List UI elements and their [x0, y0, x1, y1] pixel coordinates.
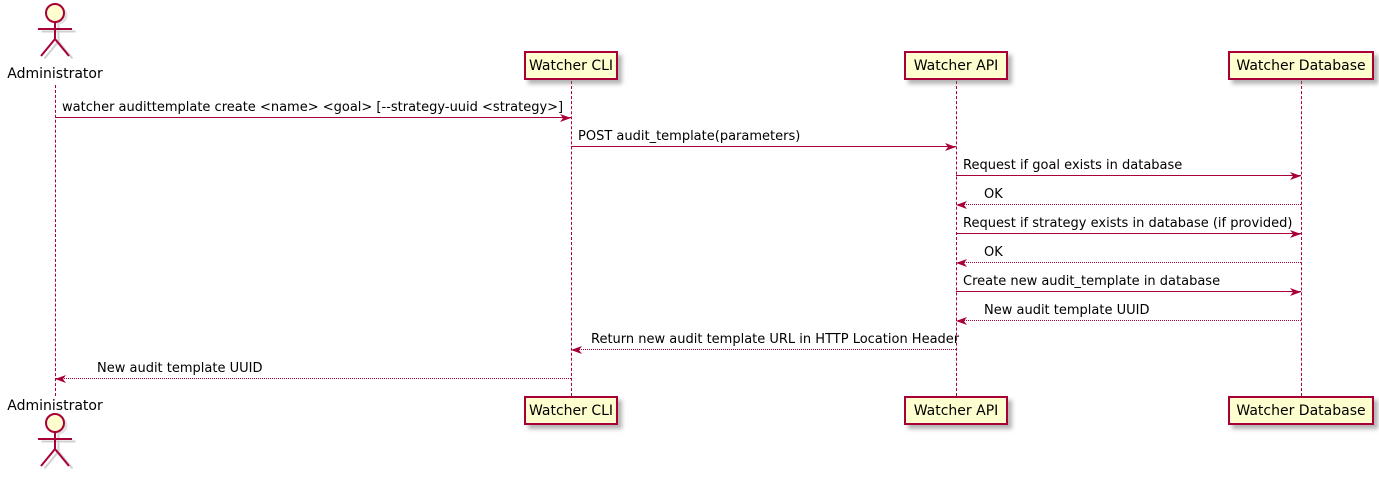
arrowhead-left-icon — [55, 375, 66, 383]
participant-watcher-database-top: Watcher Database — [1228, 51, 1374, 80]
arrowhead-right-icon — [1290, 230, 1301, 238]
message-text: Return new audit template URL in HTTP Lo… — [591, 332, 960, 347]
message-text: OK — [984, 245, 1003, 260]
message-line — [571, 349, 956, 350]
message-text: Create new audit_template in database — [963, 274, 1221, 289]
message-text: Request if strategy exists in database (… — [963, 216, 1293, 231]
participant-label: Watcher CLI — [528, 57, 614, 74]
actor-stick-figure-icon — [38, 3, 76, 60]
message-line — [571, 146, 956, 147]
arrowhead-right-icon — [1290, 288, 1301, 296]
participant-watcher-cli-bottom: Watcher CLI — [524, 396, 618, 425]
message-text: watcher audittemplate create <name> <goa… — [62, 100, 564, 115]
lifeline-watcher-cli — [571, 81, 572, 396]
lifeline-watcher-api — [956, 81, 957, 396]
message-line — [956, 320, 1301, 321]
arrowhead-left-icon — [956, 259, 967, 267]
actor-label-administrator-top: Administrator — [7, 66, 103, 82]
message-text: POST audit_template(parameters) — [578, 129, 801, 144]
message-5: Request if strategy exists in database (… — [956, 216, 1301, 238]
lifeline-administrator — [55, 85, 56, 396]
participant-label: Watcher Database — [1236, 57, 1366, 74]
message-7: Create new audit_template in database — [956, 274, 1301, 296]
arrowhead-right-icon — [945, 143, 956, 151]
message-10: New audit template UUID — [55, 361, 571, 383]
actor-administrator-bottom — [29, 412, 81, 476]
arrowhead-left-icon — [956, 317, 967, 325]
actor-stick-figure-icon — [38, 413, 76, 470]
message-2: POST audit_template(parameters) — [571, 129, 956, 151]
message-line — [956, 262, 1301, 263]
message-line — [956, 204, 1301, 205]
message-line — [956, 291, 1301, 292]
message-text: Request if goal exists in database — [963, 158, 1183, 173]
message-6: OK — [956, 245, 1301, 267]
message-text: New audit template UUID — [984, 303, 1150, 318]
arrowhead-right-icon — [560, 114, 571, 122]
message-text: OK — [984, 187, 1003, 202]
message-4: OK — [956, 187, 1301, 209]
message-3: Request if goal exists in database — [956, 158, 1301, 180]
message-line — [55, 117, 571, 118]
actor-label-administrator-bottom: Administrator — [7, 398, 103, 414]
message-line — [956, 175, 1301, 176]
actor-administrator-top — [29, 2, 81, 66]
message-1: watcher audittemplate create <name> <goa… — [55, 100, 571, 122]
message-text: New audit template UUID — [97, 361, 263, 376]
participant-label: Watcher API — [913, 402, 999, 419]
participant-watcher-database-bottom: Watcher Database — [1228, 396, 1374, 425]
arrowhead-left-icon — [571, 346, 582, 354]
lifeline-watcher-database — [1301, 81, 1302, 396]
message-8: New audit template UUID — [956, 303, 1301, 325]
message-line — [55, 378, 571, 379]
participant-watcher-api-top: Watcher API — [904, 51, 1008, 80]
arrowhead-right-icon — [1290, 172, 1301, 180]
participant-watcher-cli-top: Watcher CLI — [524, 51, 618, 80]
message-9: Return new audit template URL in HTTP Lo… — [571, 332, 960, 354]
participant-label: Watcher CLI — [528, 402, 614, 419]
participant-label: Watcher API — [913, 57, 999, 74]
participant-watcher-api-bottom: Watcher API — [904, 396, 1008, 425]
participant-label: Watcher Database — [1236, 402, 1366, 419]
message-line — [956, 233, 1301, 234]
arrowhead-left-icon — [956, 201, 967, 209]
